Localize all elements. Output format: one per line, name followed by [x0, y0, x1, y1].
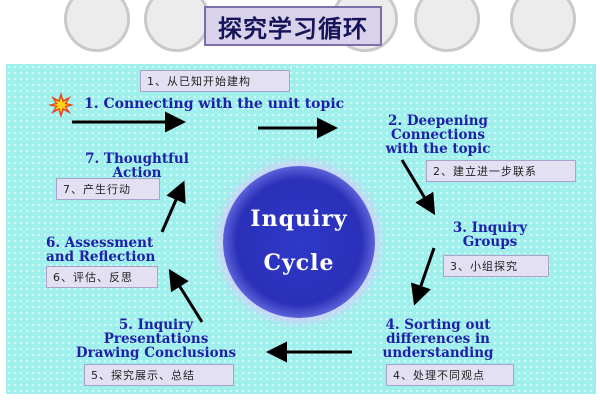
- page-title: 探究学习循环: [204, 6, 382, 46]
- stage-5-note: 5、探究展示、总结: [84, 364, 234, 386]
- stage-2-line-2: Connections: [391, 127, 485, 143]
- stage-5-line-2: Presentations: [103, 331, 209, 347]
- stage-6-note: 6、评估、反思: [46, 266, 158, 288]
- stage-6-line-1: 6. Assessment: [46, 235, 154, 251]
- stage-7-label: 7. Thoughtful Action: [82, 152, 192, 180]
- stage-2-note: 2、建立进一步联系: [426, 160, 576, 182]
- stage-5-label: 5. Inquiry Presentations Drawing Conclus…: [66, 318, 246, 360]
- stage-3-note: 3、小组探究: [443, 255, 549, 277]
- stage-4-line-3: understanding: [382, 345, 494, 361]
- stage-5-line-3: Drawing Conclusions: [75, 345, 237, 361]
- stage-4-note: 4、处理不同观点: [386, 364, 514, 386]
- stage-3-line-1: 3. Inquiry: [452, 220, 528, 236]
- stage-4-line-1: 4. Sorting out: [385, 317, 491, 333]
- arrow-3-to-4: [410, 247, 436, 306]
- stage-7-line-1: 7. Thoughtful: [85, 151, 189, 167]
- stage-5-line-1: 5. Inquiry: [118, 317, 194, 333]
- decorative-circle: [64, 0, 130, 52]
- stage-3-line-2: Groups: [462, 234, 518, 250]
- stage-2-line-3: with the topic: [385, 141, 491, 157]
- stage-2-line-1: 2. Deepening: [388, 113, 488, 129]
- arrow-6-to-7: [160, 180, 186, 233]
- stage-7-line-2: Action: [112, 165, 162, 181]
- decorative-circle: [510, 0, 576, 52]
- stage-3-label: 3. Inquiry Groups: [440, 221, 540, 249]
- inquiry-cycle-hub: Inquiry Cycle: [223, 166, 375, 318]
- decorative-circle: [414, 0, 480, 52]
- decorative-circle: [144, 0, 210, 52]
- stage-1-label: 1. Connecting with the unit topic: [84, 97, 344, 111]
- stage-1-label-text: 1. Connecting with the unit topic: [84, 96, 345, 112]
- hub-line-1: Inquiry: [250, 206, 348, 232]
- stage-7-note: 7、产生行动: [56, 178, 160, 200]
- arrow-5-to-6: [168, 268, 204, 323]
- starburst-icon: [48, 92, 74, 118]
- arrow-2-to-3: [400, 159, 436, 216]
- stage-6-label: 6. Assessment and Reflection: [46, 236, 155, 264]
- stage-4-label: 4. Sorting out differences in understand…: [374, 318, 502, 360]
- stage-4-line-2: differences in: [386, 331, 490, 347]
- hub-line-2: Cycle: [263, 250, 335, 276]
- stage-2-label: 2. Deepening Connections with the topic: [378, 114, 498, 156]
- stage-6-line-2: and Reflection: [46, 249, 156, 265]
- stage-1-note: 1、从已知开始建构: [140, 70, 290, 92]
